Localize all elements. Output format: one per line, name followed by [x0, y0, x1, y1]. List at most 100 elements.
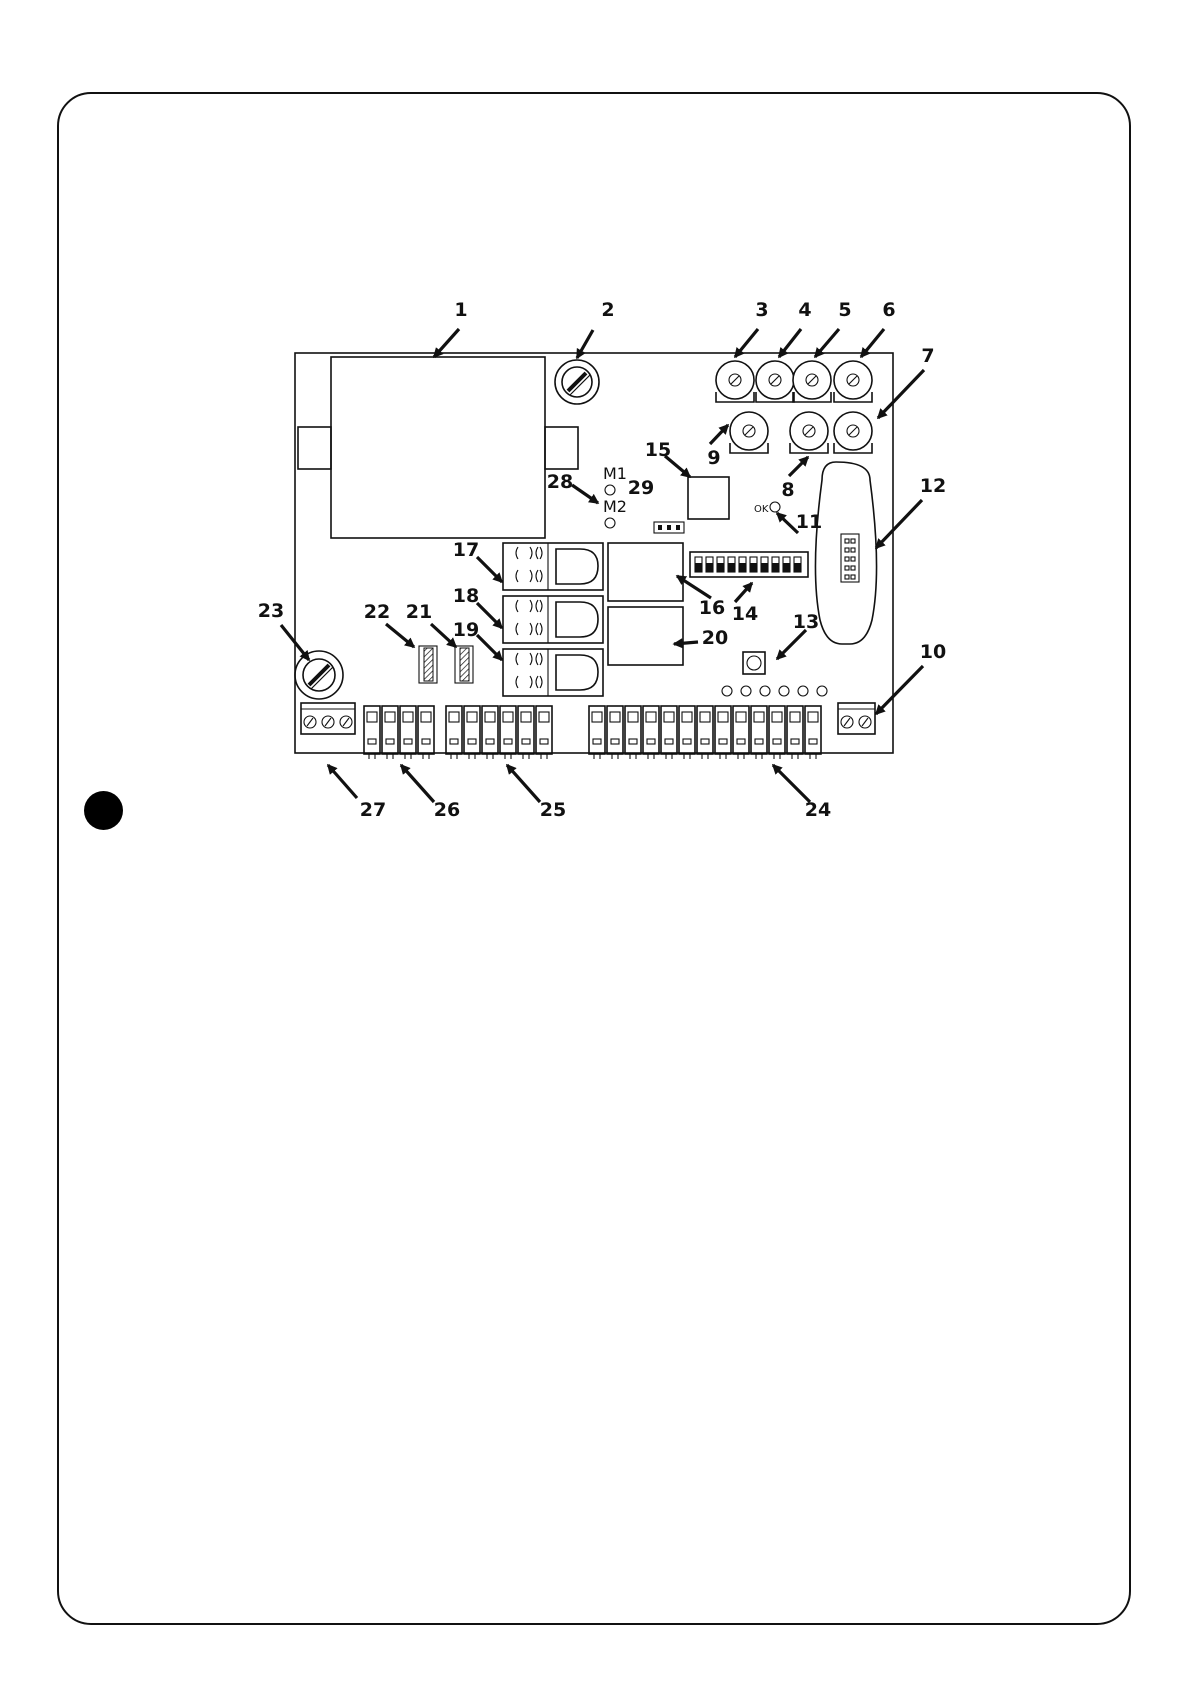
clamp-terminal — [697, 706, 713, 754]
clamp-terminal — [464, 706, 480, 754]
callout-5: 5 — [838, 299, 851, 321]
relay-blocks — [503, 543, 603, 696]
transformer — [298, 357, 578, 538]
trimmer-5 — [793, 361, 831, 402]
clamp-terminal — [518, 706, 534, 754]
callout-15: 15 — [645, 439, 671, 461]
clamp-terminal — [382, 706, 398, 754]
ok-led — [770, 502, 780, 512]
clamp-terminal — [625, 706, 641, 754]
dip-switch-lever — [783, 563, 790, 572]
relay-19 — [503, 649, 603, 696]
processor-chip — [688, 477, 729, 519]
receiver-pin — [851, 548, 855, 552]
dip-switch-lever — [794, 563, 801, 572]
callout-28: 28 — [547, 471, 573, 493]
callout-10: 10 — [920, 641, 946, 663]
callout-16: 16 — [699, 597, 725, 619]
jumper-connector — [654, 522, 684, 533]
receiver-pin — [845, 557, 849, 561]
relay-18 — [503, 596, 603, 643]
clamp-terminal — [769, 706, 785, 754]
receiver-pin — [845, 539, 849, 543]
callout-19: 19 — [453, 619, 479, 641]
callout-17: 17 — [453, 539, 479, 561]
clamp-terminal — [643, 706, 659, 754]
fuse-screw-top — [555, 360, 599, 404]
clamp-terminal — [536, 706, 552, 754]
dip-switch-lever — [706, 563, 713, 572]
clamp-row-26 — [364, 706, 434, 759]
clamp-terminal — [607, 706, 623, 754]
callout-9: 9 — [707, 447, 720, 469]
callout-2: 2 — [601, 299, 614, 321]
trimmer-8 — [790, 412, 828, 453]
dip-switch-lever — [695, 563, 702, 572]
clamp-terminal-rows — [364, 706, 821, 759]
receiver-pin — [845, 575, 849, 579]
callout-20: 20 — [702, 627, 728, 649]
clamp-terminal — [482, 706, 498, 754]
callout-6: 6 — [882, 299, 895, 321]
signal-led — [741, 686, 751, 696]
clamp-terminal — [364, 706, 380, 754]
clamp-terminal — [679, 706, 695, 754]
callout-11: 11 — [796, 511, 822, 533]
trimmer-potentiometers — [716, 361, 872, 453]
signal-led — [722, 686, 732, 696]
clamp-terminal — [500, 706, 516, 754]
m2-led — [605, 518, 615, 528]
callout-8: 8 — [781, 479, 794, 501]
clamp-terminal — [400, 706, 416, 754]
clamp-terminal — [787, 706, 803, 754]
callout-4: 4 — [798, 299, 811, 321]
dip-switch-lever — [772, 563, 779, 572]
callout-27: 27 — [360, 799, 386, 821]
callout-14: 14 — [732, 603, 758, 625]
receiver-pin — [851, 539, 855, 543]
receiver-pin — [845, 566, 849, 570]
capacitor-lower — [608, 607, 683, 665]
clamp-terminal — [446, 706, 462, 754]
fuse-22 — [419, 646, 437, 683]
callout-13: 13 — [793, 611, 819, 633]
receiver-pin — [851, 566, 855, 570]
callout-26: 26 — [434, 799, 460, 821]
callout-21: 21 — [406, 601, 432, 623]
dip-switch-lever — [750, 563, 757, 572]
signal-led — [798, 686, 808, 696]
terminal-block-10 — [838, 703, 875, 734]
programming-button — [743, 652, 765, 674]
clamp-terminal — [751, 706, 767, 754]
radio-receiver-module — [815, 462, 876, 644]
m1-label: M1 — [603, 464, 627, 483]
capacitor-upper — [608, 543, 683, 601]
ok-label: OK — [754, 504, 769, 515]
trimmer-7 — [834, 412, 872, 453]
clamp-terminal — [733, 706, 749, 754]
receiver-pin — [845, 548, 849, 552]
callout-12: 12 — [920, 475, 946, 497]
callout-22: 22 — [364, 601, 390, 623]
trimmer-9 — [730, 412, 768, 453]
dip-switch-lever — [739, 563, 746, 572]
callout-18: 18 — [453, 585, 479, 607]
power-terminal-27 — [301, 703, 355, 734]
dip-switch-bank — [690, 552, 808, 577]
relay-17 — [503, 543, 603, 590]
signal-led-row — [722, 686, 827, 696]
clamp-terminal — [661, 706, 677, 754]
clamp-terminal — [589, 706, 605, 754]
receiver-pin — [851, 575, 855, 579]
callout-29: 29 — [628, 477, 654, 499]
receiver-pin — [851, 557, 855, 561]
clamp-terminal — [805, 706, 821, 754]
signal-led — [760, 686, 770, 696]
fuse-21 — [455, 646, 473, 683]
trimmer-4 — [756, 361, 794, 402]
callout-1: 1 — [454, 299, 467, 321]
callout-3: 3 — [755, 299, 768, 321]
callout-7: 7 — [921, 345, 934, 367]
signal-led — [817, 686, 827, 696]
